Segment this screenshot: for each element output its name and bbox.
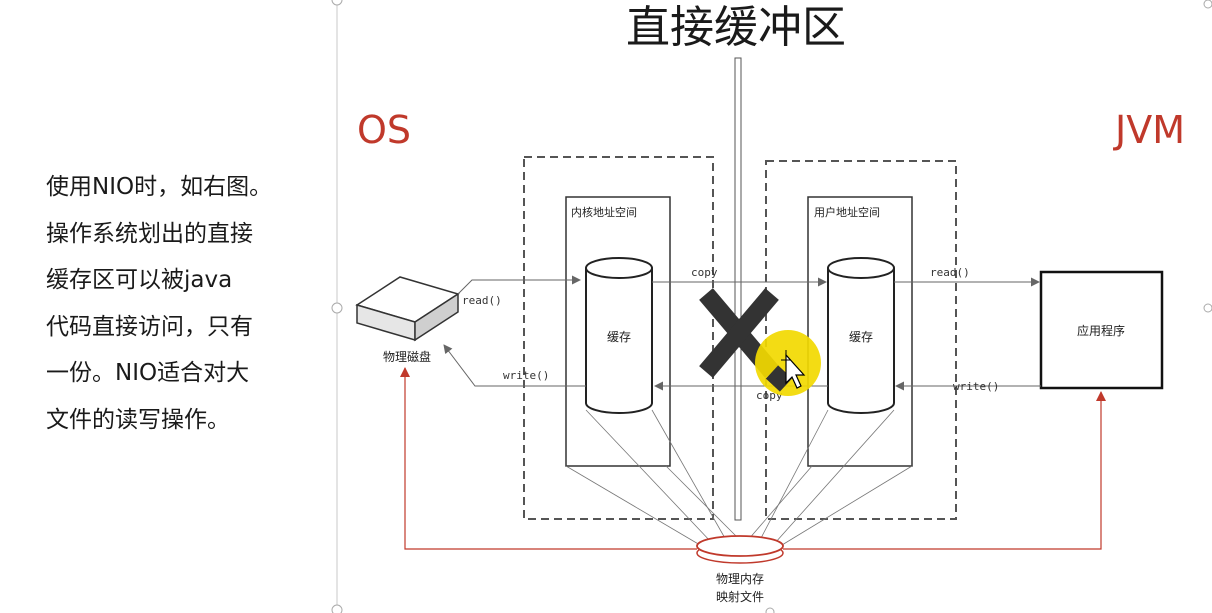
- write-disk-label: write(): [503, 369, 549, 382]
- user-address-space-label: 用户地址空间: [814, 205, 880, 219]
- kernel-address-space-label: 内核地址空间: [571, 205, 637, 219]
- application-label: 应用程序: [1077, 323, 1125, 338]
- mouse-cursor-icon: [781, 350, 806, 389]
- application-box: [1039, 270, 1164, 390]
- description-line: 文件的读写操作。: [46, 406, 230, 433]
- jvm-label: JVM: [1113, 108, 1185, 152]
- disk-write-arrow: [443, 344, 586, 387]
- kernel-buffer-cylinder: [585, 257, 653, 414]
- write-app-label: write(): [953, 380, 999, 393]
- description-text: 使用NIO时，如右图。 操作系统划出的直接 缓存区可以被java 代码直接访问，…: [46, 164, 316, 443]
- description-line: 使用NIO时，如右图。: [46, 174, 273, 200]
- disk-icon: [355, 276, 460, 342]
- disk-read-arrow: [457, 275, 581, 295]
- mapped-file-label-1: 物理内存: [716, 572, 764, 586]
- center-divider: [734, 57, 742, 521]
- red-arrow-to-disk: [400, 367, 697, 550]
- user-buffer-label: 缓存: [849, 330, 873, 344]
- slide-frame[interactable]: [331, 0, 1212, 613]
- diagram-title: 直接缓冲区: [626, 2, 846, 53]
- read-disk-label: read(): [462, 294, 502, 307]
- disk-label: 物理磁盘: [383, 349, 431, 364]
- cross-mark-overlap: [765, 365, 793, 392]
- user-buffer-cylinder: [827, 257, 895, 414]
- kernel-dashed-region: [523, 156, 714, 520]
- os-label: OS: [357, 108, 411, 152]
- mapped-file-disk: [696, 535, 784, 564]
- read-app-label: read(): [930, 266, 970, 279]
- description-line: 缓存区可以被java: [46, 267, 233, 293]
- copy-top-label: copy: [691, 266, 718, 279]
- description-line: 代码直接访问，只有: [46, 313, 253, 340]
- description-line: 一份。NIO适合对大: [46, 360, 250, 386]
- mapping-lines: [565, 409, 913, 546]
- description-line: 操作系统划出的直接: [46, 220, 253, 247]
- mapped-file-label-2: 映射文件: [716, 589, 764, 604]
- red-arrow-to-app: [783, 391, 1106, 550]
- kernel-buffer-label: 缓存: [607, 330, 631, 344]
